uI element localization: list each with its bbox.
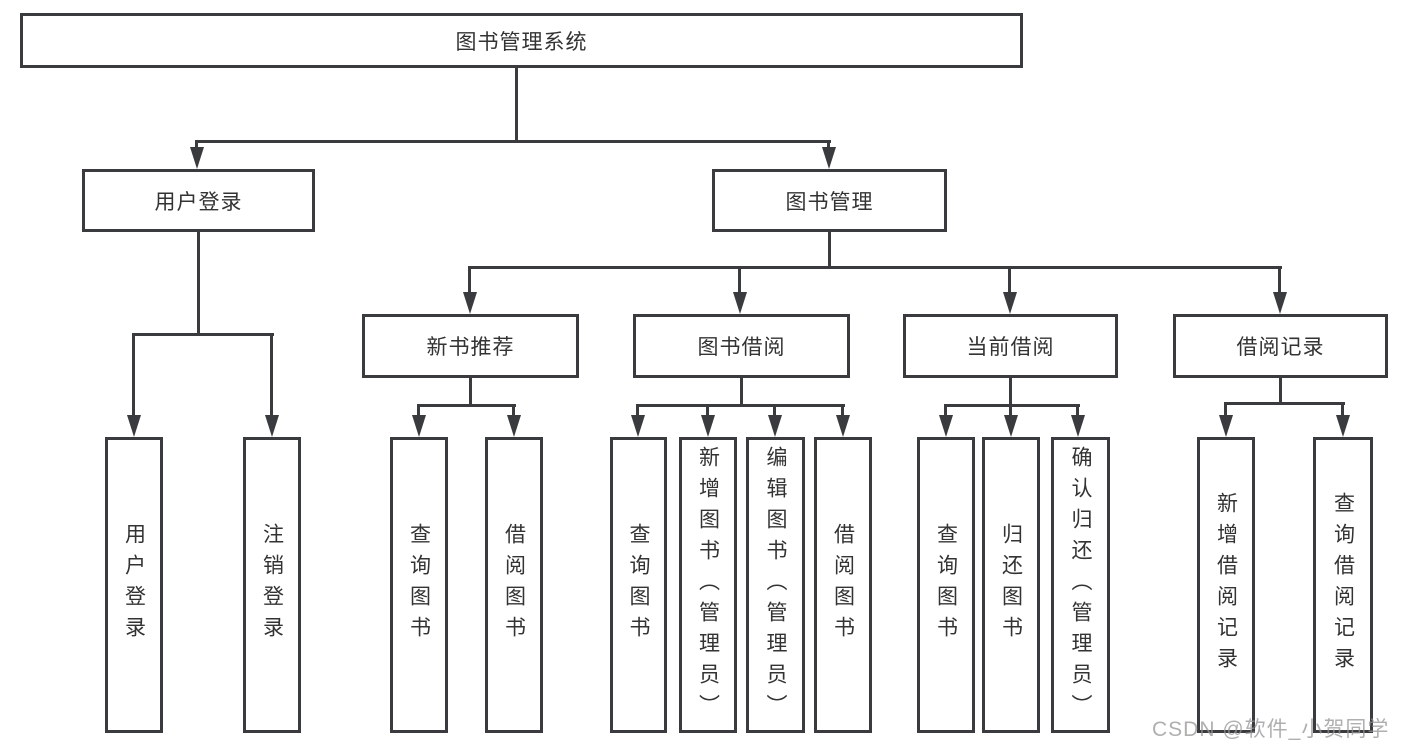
node-label: 借阅图书 (502, 523, 526, 647)
leaf-logout: 注销登录 (243, 437, 301, 733)
arrow-to-return-book (1004, 404, 1018, 437)
arrow-to-borrow-books-borrow (836, 404, 850, 437)
connector-book-mgmt-stub (828, 232, 831, 269)
arrow-to-confirm-return-admin (1071, 404, 1085, 437)
arrow-to-book-borrow (733, 266, 747, 314)
node-book-management: 图书管理 (712, 169, 947, 232)
node-label: 新增图书（管理员） (696, 445, 720, 725)
arrow-to-user-login (190, 140, 204, 169)
leaf-confirm-return-admin: 确认归还（管理员） (1051, 437, 1110, 733)
arrow-to-query-books-recommend (412, 404, 426, 437)
arrow-to-borrow-records (1273, 266, 1287, 314)
arrow-to-query-books-borrow (631, 404, 645, 437)
connector-level2-hline (196, 140, 831, 143)
node-label: 查询图书 (934, 523, 958, 647)
arrow-to-add-borrow-record (1219, 402, 1233, 437)
node-label: 新增借阅记录 (1214, 492, 1238, 678)
connector-records-hline (1225, 402, 1345, 405)
node-label: 新书推荐 (426, 336, 515, 359)
node-label: 用户登录 (122, 523, 146, 647)
node-current-borrow: 当前借阅 (903, 314, 1118, 378)
connector-recommend-stub (469, 378, 472, 407)
leaf-user-login: 用户登录 (105, 437, 163, 733)
node-label: 归还图书 (999, 523, 1023, 647)
leaf-query-books-borrow: 查询图书 (610, 437, 667, 733)
connector-current-hline (945, 404, 1080, 407)
node-label: 查询图书 (407, 523, 431, 647)
leaf-add-book-admin: 新增图书（管理员） (679, 437, 737, 733)
arrow-to-query-borrow-record (1336, 402, 1350, 437)
node-label: 借阅图书 (831, 523, 855, 647)
csdn-watermark: CSDN @软件_小贺同学 (1152, 718, 1390, 741)
node-label: 图书借阅 (697, 336, 786, 359)
arrow-to-leaf-user-login (127, 333, 141, 437)
node-label: 查询图书 (627, 523, 650, 647)
arrow-to-book-management (822, 140, 836, 169)
connector-user-login-hline (133, 333, 274, 336)
arrow-to-leaf-logout (265, 333, 279, 437)
node-label: 借阅记录 (1236, 336, 1325, 359)
node-label: 确认归还（管理员） (1069, 445, 1092, 725)
leaf-query-borrow-record: 查询借阅记录 (1313, 437, 1373, 733)
node-label: 图书管理系统 (455, 30, 588, 54)
node-label: 图书管理 (785, 190, 874, 214)
node-label: 查询借阅记录 (1331, 492, 1355, 678)
node-label: 编辑图书（管理员） (764, 445, 787, 725)
node-label: 当前借阅 (966, 336, 1055, 359)
arrow-to-current-borrow (1003, 266, 1017, 314)
leaf-add-borrow-record: 新增借阅记录 (1197, 437, 1255, 733)
connector-borrow-hline (637, 404, 845, 407)
node-label: 用户登录 (154, 190, 243, 214)
leaf-borrow-books-recommend: 借阅图书 (485, 437, 543, 733)
arrow-to-edit-book-admin (768, 404, 782, 437)
leaf-query-books-current: 查询图书 (917, 437, 975, 733)
connector-recommend-hline (418, 404, 516, 407)
connector-records-stub (1279, 378, 1282, 405)
arrow-to-query-books-current (939, 404, 953, 437)
node-library-management-system: 图书管理系统 (20, 13, 1023, 68)
leaf-edit-book-admin: 编辑图书（管理员） (746, 437, 805, 733)
node-book-borrow: 图书借阅 (633, 314, 850, 378)
connector-current-stub (1009, 378, 1012, 407)
node-user-login: 用户登录 (82, 169, 315, 232)
leaf-borrow-books-borrow: 借阅图书 (814, 437, 872, 733)
node-borrow-records: 借阅记录 (1173, 314, 1388, 378)
connector-root-stub (515, 68, 518, 143)
leaf-return-book: 归还图书 (982, 437, 1040, 733)
arrow-to-add-book-admin (701, 404, 715, 437)
node-label: 注销登录 (260, 523, 284, 647)
node-new-book-recommend: 新书推荐 (362, 314, 579, 378)
arrow-to-borrow-books-recommend (507, 404, 521, 437)
connector-user-login-stub (197, 232, 200, 336)
connector-level3-hline (469, 266, 1282, 269)
connector-borrow-stub (740, 378, 743, 407)
arrow-to-new-book-recommend (463, 266, 477, 314)
leaf-query-books-recommend: 查询图书 (390, 437, 448, 733)
